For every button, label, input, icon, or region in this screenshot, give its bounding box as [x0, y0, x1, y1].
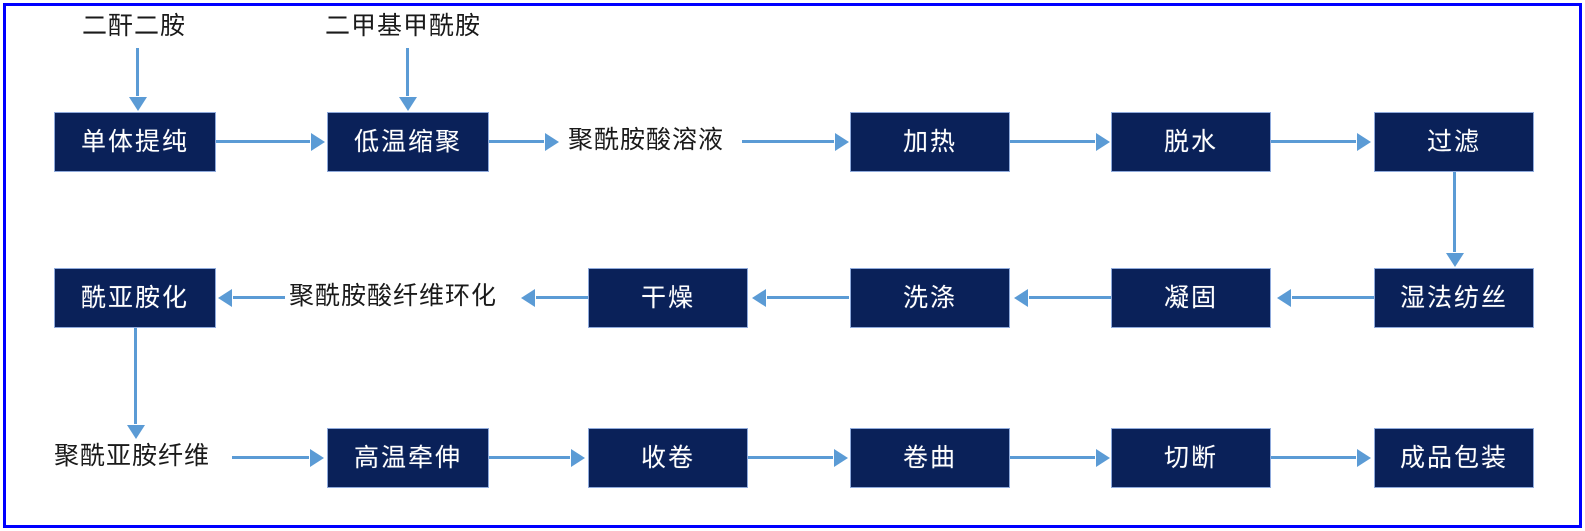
arrow-high-temp-drawing-to-winding: [489, 456, 570, 459]
node-cutting[interactable]: 切断: [1111, 428, 1271, 488]
arrow-heating-to-dehydration: [1010, 140, 1095, 143]
node-heating[interactable]: 加热: [850, 112, 1010, 172]
node-dehydration[interactable]: 脱水: [1111, 112, 1271, 172]
node-winding[interactable]: 收卷: [588, 428, 748, 488]
label-dianhydride-diamine: 二酐二胺: [82, 13, 187, 40]
arrow-polyamic-acid-solution-to-heating: [742, 140, 834, 143]
node-high-temp-drawing[interactable]: 高温牵伸: [327, 428, 489, 488]
arrow-winding-to-crimping: [748, 456, 833, 459]
page-border-frame: [3, 3, 1582, 528]
node-monomer-purification[interactable]: 单体提纯: [54, 112, 216, 172]
arrow-dianhydride-to-monomer-purification: [136, 48, 139, 96]
node-low-temp-polycondensation[interactable]: 低温缩聚: [327, 112, 489, 172]
arrow-filtration-to-wet-spinning: [1453, 172, 1456, 252]
node-filtration[interactable]: 过滤: [1374, 112, 1534, 172]
arrow-fiber-cyclization-to-imidization: [233, 296, 285, 299]
arrow-crimping-to-cutting: [1010, 456, 1095, 459]
arrow-dehydration-to-filtration: [1271, 140, 1356, 143]
node-wet-spinning[interactable]: 湿法纺丝: [1374, 268, 1534, 328]
node-imidization[interactable]: 酰亚胺化: [54, 268, 216, 328]
arrow-dmf-to-low-temp-polycondensation: [406, 48, 409, 96]
arrow-wet-spinning-to-coagulation: [1292, 296, 1374, 299]
arrow-imidization-to-polyimide-fiber: [134, 328, 137, 424]
label-polyimide-fiber: 聚酰亚胺纤维: [54, 443, 211, 470]
node-coagulation[interactable]: 凝固: [1111, 268, 1271, 328]
arrow-polyimide-fiber-to-high-temp-drawing: [232, 456, 309, 459]
label-polyamic-acid-solution: 聚酰胺酸溶液: [568, 127, 725, 154]
arrow-drying-to-fiber-cyclization: [536, 296, 588, 299]
node-drying[interactable]: 干燥: [588, 268, 748, 328]
node-washing[interactable]: 洗涤: [850, 268, 1010, 328]
label-polyamic-acid-fiber-cyclization: 聚酰胺酸纤维环化: [289, 283, 498, 310]
node-final-packaging[interactable]: 成品包装: [1374, 428, 1534, 488]
label-dimethylformamide: 二甲基甲酰胺: [325, 13, 482, 40]
node-crimping[interactable]: 卷曲: [850, 428, 1010, 488]
arrow-washing-to-drying: [767, 296, 849, 299]
arrow-low-temp-polycondensation-to-polyamic-acid-solution: [489, 140, 544, 143]
arrow-monomer-purification-to-low-temp-polycondensation: [216, 140, 310, 143]
arrow-cutting-to-final-packaging: [1271, 456, 1356, 459]
arrow-coagulation-to-washing: [1029, 296, 1111, 299]
